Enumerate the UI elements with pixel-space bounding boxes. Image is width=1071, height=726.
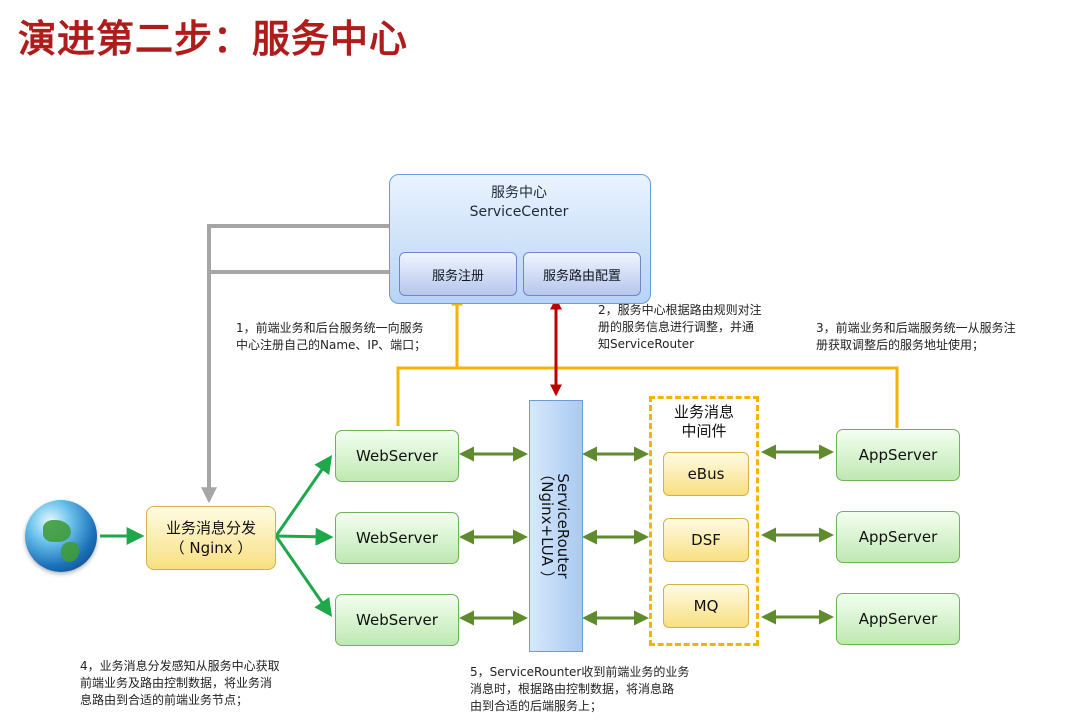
note-step-1: 1，前端业务和后台服务统一向服务 中心注册自己的Name、IP、端口； <box>236 320 426 354</box>
service-register-label: 服务注册 <box>431 268 484 284</box>
web-server-box: WebServer <box>335 430 459 482</box>
globe-land <box>43 520 71 542</box>
web-server-label: WebServer <box>356 447 438 465</box>
middleware-title-line1: 业务消息 <box>673 403 734 421</box>
arrow-dispatcher-web3 <box>274 535 333 617</box>
middleware-item-mq: MQ <box>663 584 749 628</box>
note-line: 册的服务信息进行调整，并通 <box>598 320 755 334</box>
service-route-config-label: 服务路由配置 <box>542 268 621 284</box>
page-title: 演进第二步：服务中心 <box>18 17 409 61</box>
middleware-item-ebus: eBus <box>663 452 749 496</box>
web-server-box: WebServer <box>335 594 459 646</box>
service-router-line1: ServiceRouter <box>554 473 572 579</box>
service-route-config-box: 服务路由配置 <box>523 252 641 296</box>
note-line: 5，ServiceRounter收到前端业务的业务 <box>470 665 690 679</box>
note-line: 消息时，根据路由控制数据，将消息路 <box>470 682 675 696</box>
note-step-4: 4，业务消息分发感知从服务中心获取 前端业务及路由控制数据，将业务消 息路由到合… <box>80 658 280 709</box>
yellow-link-register <box>396 293 463 426</box>
middleware-group <box>649 396 759 646</box>
globe-land <box>61 542 79 562</box>
middleware-item-label: eBus <box>687 465 725 483</box>
middleware-title-line2: 中间件 <box>681 422 727 440</box>
yellow-link-appserver <box>457 366 899 428</box>
service-router-label: ServiceRouter （Nginx+LUA ） <box>538 434 572 618</box>
arrow-dispatcher-web1 <box>274 455 333 537</box>
note-line: 息路由到合适的前端业务节点； <box>80 693 249 707</box>
web-server-box: WebServer <box>335 512 459 564</box>
app-server-box: AppServer <box>836 593 960 645</box>
note-line: 中心注册自己的Name、IP、端口； <box>236 338 427 352</box>
middleware-item-label: DSF <box>691 531 721 549</box>
web-server-label: WebServer <box>356 611 438 629</box>
note-line: 知ServiceRouter <box>598 337 695 351</box>
middleware-item-label: MQ <box>693 597 719 615</box>
web-server-label: WebServer <box>356 529 438 547</box>
app-server-label: AppServer <box>858 446 938 464</box>
service-register-box: 服务注册 <box>399 252 517 296</box>
app-server-label: AppServer <box>858 610 938 628</box>
app-server-box: AppServer <box>836 511 960 563</box>
dispatcher-line1: 业务消息分发 <box>165 519 256 537</box>
arrow-dispatcher-web2 <box>275 527 334 546</box>
service-center-name: 服务中心 <box>491 185 547 201</box>
note-line: 册获取调整后的服务地址使用； <box>816 338 985 352</box>
dispatcher-line2: （ Nginx ） <box>169 539 253 557</box>
app-server-box: AppServer <box>836 429 960 481</box>
note-line: 3，前端业务和后端服务统一从服务注 <box>816 321 1016 335</box>
app-server-label: AppServer <box>858 528 938 546</box>
note-line: 2，服务中心根据路由规则对注 <box>598 303 762 317</box>
service-router-line2: （Nginx+LUA ） <box>538 466 556 586</box>
note-step-5: 5，ServiceRounter收到前端业务的业务 消息时，根据路由控制数据，将… <box>470 664 689 715</box>
note-line: 由到合适的后端服务上； <box>470 699 603 713</box>
middleware-title: 业务消息 中间件 <box>649 403 759 441</box>
globe-icon <box>25 500 97 572</box>
note-step-2: 2，服务中心根据路由规则对注 册的服务信息进行调整，并通 知ServiceRou… <box>598 302 762 353</box>
dispatcher-box: 业务消息分发 （ Nginx ） <box>146 506 276 570</box>
service-center-name-en: ServiceCenter <box>469 204 569 220</box>
service-router-box <box>529 400 583 652</box>
middleware-item-dsf: DSF <box>663 518 749 562</box>
note-line: 1，前端业务和后台服务统一向服务 <box>236 321 424 335</box>
note-line: 4，业务消息分发感知从服务中心获取 <box>80 659 280 673</box>
note-line: 前端业务及路由控制数据，将业务消 <box>80 676 273 690</box>
note-step-3: 3，前端业务和后端服务统一从服务注 册获取调整后的服务地址使用； <box>816 320 1016 354</box>
service-center-title: 服务中心 ServiceCenter <box>389 184 649 222</box>
